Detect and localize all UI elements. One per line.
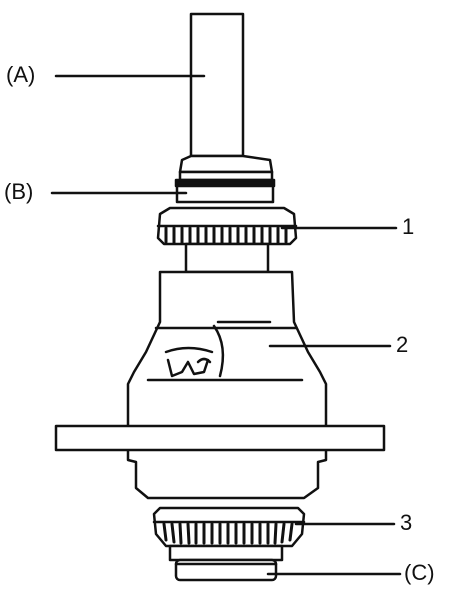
callout-part-1: 1 [402, 214, 415, 239]
callout-part-3: 3 [400, 510, 413, 535]
lower-bearing-part-3 [152, 506, 306, 548]
housing-part-2 [126, 270, 328, 500]
callout-part-2: 2 [396, 332, 409, 357]
upper-bearing-part-1 [156, 206, 298, 246]
driver-shaft-a [174, 12, 276, 204]
callout-c: (C) [404, 560, 435, 585]
adapter-c [168, 544, 284, 582]
leader-lines [50, 74, 402, 576]
callout-b: (B) [4, 179, 34, 204]
housing-neck [184, 242, 270, 274]
support-plate [54, 424, 386, 452]
callout-a: (A) [6, 62, 36, 87]
